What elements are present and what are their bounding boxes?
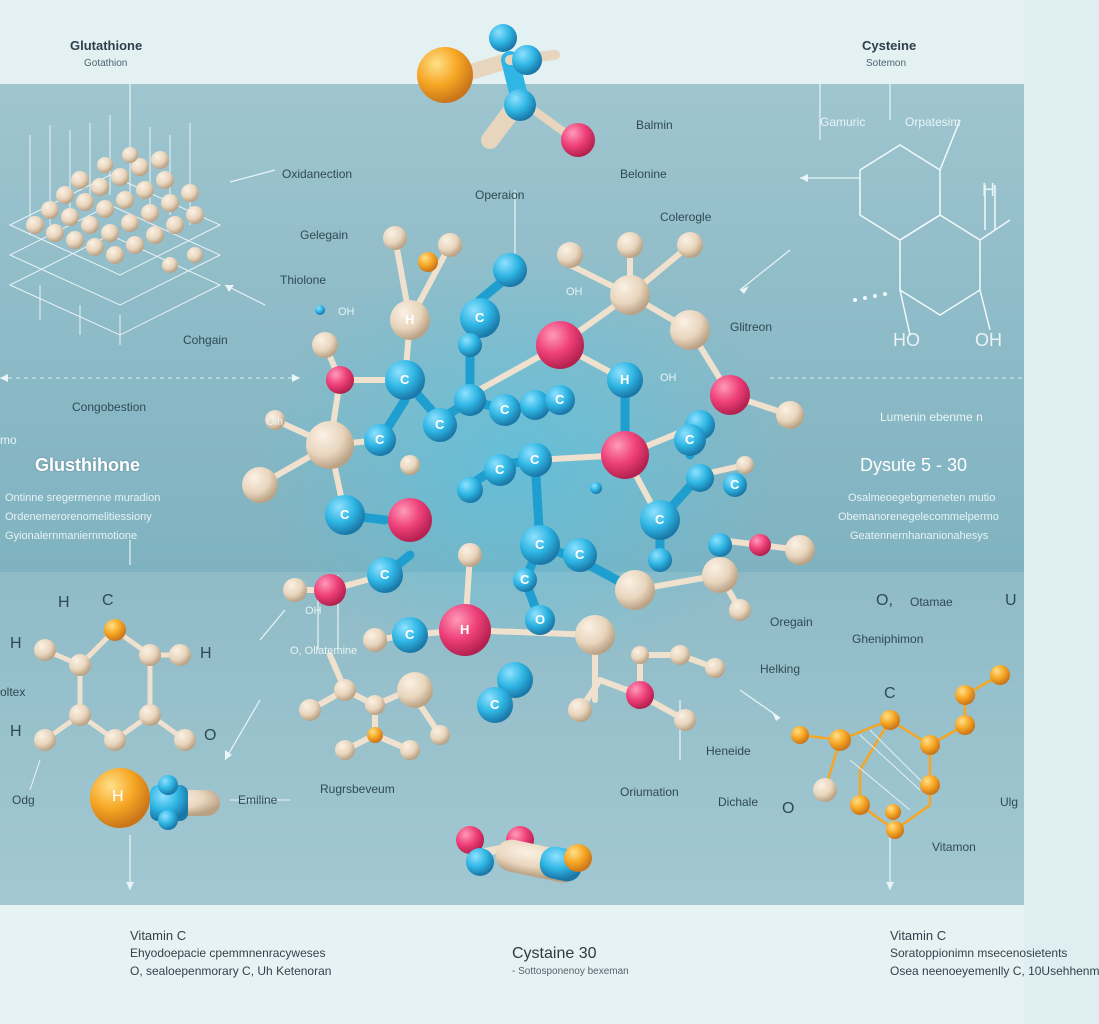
atom-letter: C bbox=[500, 402, 510, 417]
top-right-subtitle: Sotemon bbox=[866, 58, 907, 69]
footer-center-line: - Sottosponenoy bexeman bbox=[512, 966, 629, 977]
label-congobestion: Congobestion bbox=[72, 400, 147, 414]
label-operaion: Operaion bbox=[475, 188, 525, 202]
label-h-pill: H bbox=[112, 788, 124, 805]
label-colerogle: Colerogle bbox=[660, 210, 712, 224]
footer-left-line-1: Ehyodoepacie cpemmnenracyweses bbox=[130, 946, 326, 960]
atom-letter: H bbox=[460, 622, 470, 637]
label-rugrsbeveum: Rugrsbeveum bbox=[320, 782, 395, 796]
molecule-illustration bbox=[8, 24, 1011, 883]
top-left-subtitle: Gotathion bbox=[84, 58, 128, 69]
left-panel-line-2: Ordenemerorenomelitiessiony bbox=[5, 511, 152, 523]
label-vitamon: Vitamon bbox=[932, 840, 976, 854]
footer-left-title: Vitamin C bbox=[130, 928, 187, 943]
label-belonine: Belonine bbox=[620, 167, 667, 181]
atom-letter: C bbox=[730, 477, 740, 492]
footer-right-title: Vitamin C bbox=[890, 928, 947, 943]
label-omh: OH bbox=[338, 306, 355, 318]
label-heneide: Heneide bbox=[706, 744, 751, 758]
label-dichale: Dichale bbox=[718, 795, 759, 809]
atom-letter: C bbox=[340, 507, 350, 522]
right-panel-line-1: Osalmeoegebgmeneten mutio bbox=[848, 492, 996, 504]
label-oh-right: OH bbox=[660, 372, 677, 384]
label-h: H bbox=[982, 180, 995, 200]
page: Glutathione Gotathion Cysteine Sotemon B… bbox=[0, 24, 1099, 1024]
label-otamae: Otamae bbox=[910, 595, 953, 609]
right-panel-title: Dysute 5 - 30 bbox=[860, 455, 968, 475]
label-oxidanection: Oxidanection bbox=[282, 167, 353, 181]
label-oh-structure: OH bbox=[975, 330, 1002, 350]
label-emiline: Emiline bbox=[238, 793, 278, 807]
label-h-4: H bbox=[10, 723, 22, 740]
label-cohgain: Cohgain bbox=[183, 333, 228, 347]
label-gamuric: Gamuric bbox=[820, 115, 866, 129]
label-ollatemine: O, Ollatemine bbox=[290, 645, 358, 657]
right-panel-line-2: Obemanorenegelecommelpermo bbox=[838, 511, 999, 523]
label-h-1: H bbox=[58, 594, 70, 611]
atom-letter: C bbox=[435, 417, 445, 432]
left-panel-side: mo bbox=[0, 433, 17, 447]
label-o: O bbox=[204, 727, 217, 744]
atom-letter: C bbox=[520, 572, 530, 587]
label-glitreon: Glitreon bbox=[730, 320, 773, 334]
label-h-3: H bbox=[200, 645, 212, 662]
footer-left-line-2: O, sealoepenmorary C, Uh Ketenoran bbox=[130, 964, 332, 978]
atom-letter: C bbox=[655, 512, 665, 527]
atom-letter: H bbox=[620, 372, 630, 387]
label-olh: Olh bbox=[266, 416, 284, 428]
atom-letter: C bbox=[555, 392, 565, 407]
atom-letter: C bbox=[490, 697, 500, 712]
left-panel-line-3: Gyionalernmaniernmotione bbox=[5, 530, 138, 542]
atom-letter: C bbox=[375, 432, 385, 447]
label-oriumation: Oriumation bbox=[620, 785, 679, 799]
label-c-1: C bbox=[102, 592, 114, 609]
left-panel-line-1: Ontinne sregermenne muradion bbox=[5, 492, 161, 504]
atom-letter: C bbox=[400, 372, 410, 387]
footer-band bbox=[0, 905, 1024, 1024]
right-panel-side: Lumenin ebenme n bbox=[880, 410, 983, 424]
label-ho: HO bbox=[893, 330, 920, 350]
label-gheniphimon: Gheniphimon bbox=[852, 632, 924, 646]
atom-letter: C bbox=[530, 452, 540, 467]
label-o-right: O bbox=[782, 800, 795, 817]
atom-letter: C bbox=[685, 432, 695, 447]
atom-letter: H bbox=[405, 312, 415, 327]
atom-letter: C bbox=[535, 537, 545, 552]
atom-letter: C bbox=[405, 627, 415, 642]
footer-right-line-2: Osea neenoeyemenlly C, 10Usehhenm bbox=[890, 964, 1099, 978]
label-c-right: C bbox=[884, 685, 896, 702]
label-oregain: Oregain bbox=[770, 615, 813, 629]
footer-center-title: Cystaine 30 bbox=[512, 945, 597, 962]
label-odg: Odg bbox=[12, 793, 35, 807]
label-oh-small: OH bbox=[305, 605, 322, 617]
label-h-2: H bbox=[10, 635, 22, 652]
label-oh-mid: OH bbox=[566, 286, 583, 298]
top-left-title: Glutathione bbox=[70, 38, 143, 53]
label-gelegain: Gelegain bbox=[300, 228, 349, 242]
right-panel-line-3: Geatennernhananionahesys bbox=[850, 530, 989, 542]
label-o2: O, bbox=[876, 592, 893, 609]
atom-letter: C bbox=[475, 310, 485, 325]
atom-letter: C bbox=[380, 567, 390, 582]
atom-letter: O bbox=[535, 612, 546, 627]
label-orpatesim: Orpatesim bbox=[905, 115, 961, 129]
label-thiolone: Thiolone bbox=[280, 273, 327, 287]
atom-letter: C bbox=[495, 462, 505, 477]
left-panel-title: Glusthihone bbox=[35, 455, 140, 475]
atom-letter: C bbox=[575, 547, 585, 562]
label-balmin: Balmin bbox=[636, 118, 673, 132]
label-helking: Helking bbox=[760, 662, 801, 676]
top-right-title: Cysteine bbox=[862, 38, 917, 53]
label-ulg: Ulg bbox=[1000, 795, 1019, 809]
label-oltex: oltex bbox=[0, 685, 26, 699]
footer-right-line-1: Soratoppionimn msecenosietents bbox=[890, 946, 1068, 960]
label-u: U bbox=[1005, 592, 1017, 609]
